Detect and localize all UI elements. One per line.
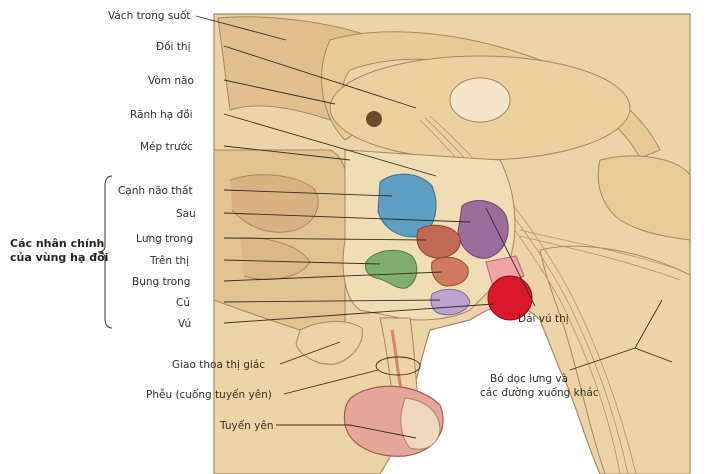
posterior-pituitary xyxy=(400,397,441,450)
optic-chiasm xyxy=(295,320,363,365)
label-bo-doc-lung-2: các đường xuống khác xyxy=(480,387,599,399)
label-bung-trong: Bụng trong xyxy=(132,276,190,288)
brainstem xyxy=(539,245,691,474)
label-vom-nao: Vòm não xyxy=(148,75,194,87)
frontal-fold xyxy=(229,174,319,233)
group-label-line2: của vùng hạ đồi xyxy=(10,251,108,264)
label-doi-thi: Đồi thị xyxy=(156,41,191,53)
label-ranh-ha-doi: Rãnh hạ đồi xyxy=(130,109,193,121)
label-canh-nao-that: Cạnh não thất xyxy=(118,185,193,197)
label-giao-thoa-thi-giac: Giao thoa thị giác xyxy=(172,359,265,371)
label-mep-truoc: Mép trước xyxy=(140,141,193,153)
tuberal-nucleus xyxy=(430,288,471,316)
label-lung-trong: Lưng trong xyxy=(136,233,193,245)
label-vach-trong-suot: Vách trong suốt xyxy=(108,10,191,22)
label-cu: Củ xyxy=(176,297,190,309)
group-bracket xyxy=(97,175,113,329)
label-tren-thi: Trên thị xyxy=(149,255,189,267)
group-label-line1: Các nhân chính xyxy=(10,237,104,250)
dorsomedial-nucleus xyxy=(416,224,461,259)
infundibulum-marker xyxy=(375,356,421,376)
ventromedial-nucleus xyxy=(431,256,469,287)
label-bo-doc-lung-1: Bó dọc lưng và xyxy=(490,373,568,385)
fornix-column xyxy=(366,111,382,127)
label-dai-vu-thi: Dải vú thị xyxy=(518,313,569,325)
leader-lines xyxy=(195,15,673,439)
label-sau: Sau xyxy=(176,208,196,220)
label-tuyen-yen: Tuyến yên xyxy=(219,420,273,432)
label-vu: Vú xyxy=(178,318,191,330)
mammillary-body xyxy=(487,275,533,321)
interthalamic-adhesion xyxy=(449,77,511,123)
paraventricular-nucleus xyxy=(377,173,437,238)
midbrain xyxy=(597,155,691,241)
posterior-nucleus xyxy=(457,200,509,259)
labels: Vách trong suốt Đồi thị Vòm não Rãnh hạ … xyxy=(10,10,599,432)
label-pheu: Phễu (cuống tuyến yên) xyxy=(146,388,272,401)
